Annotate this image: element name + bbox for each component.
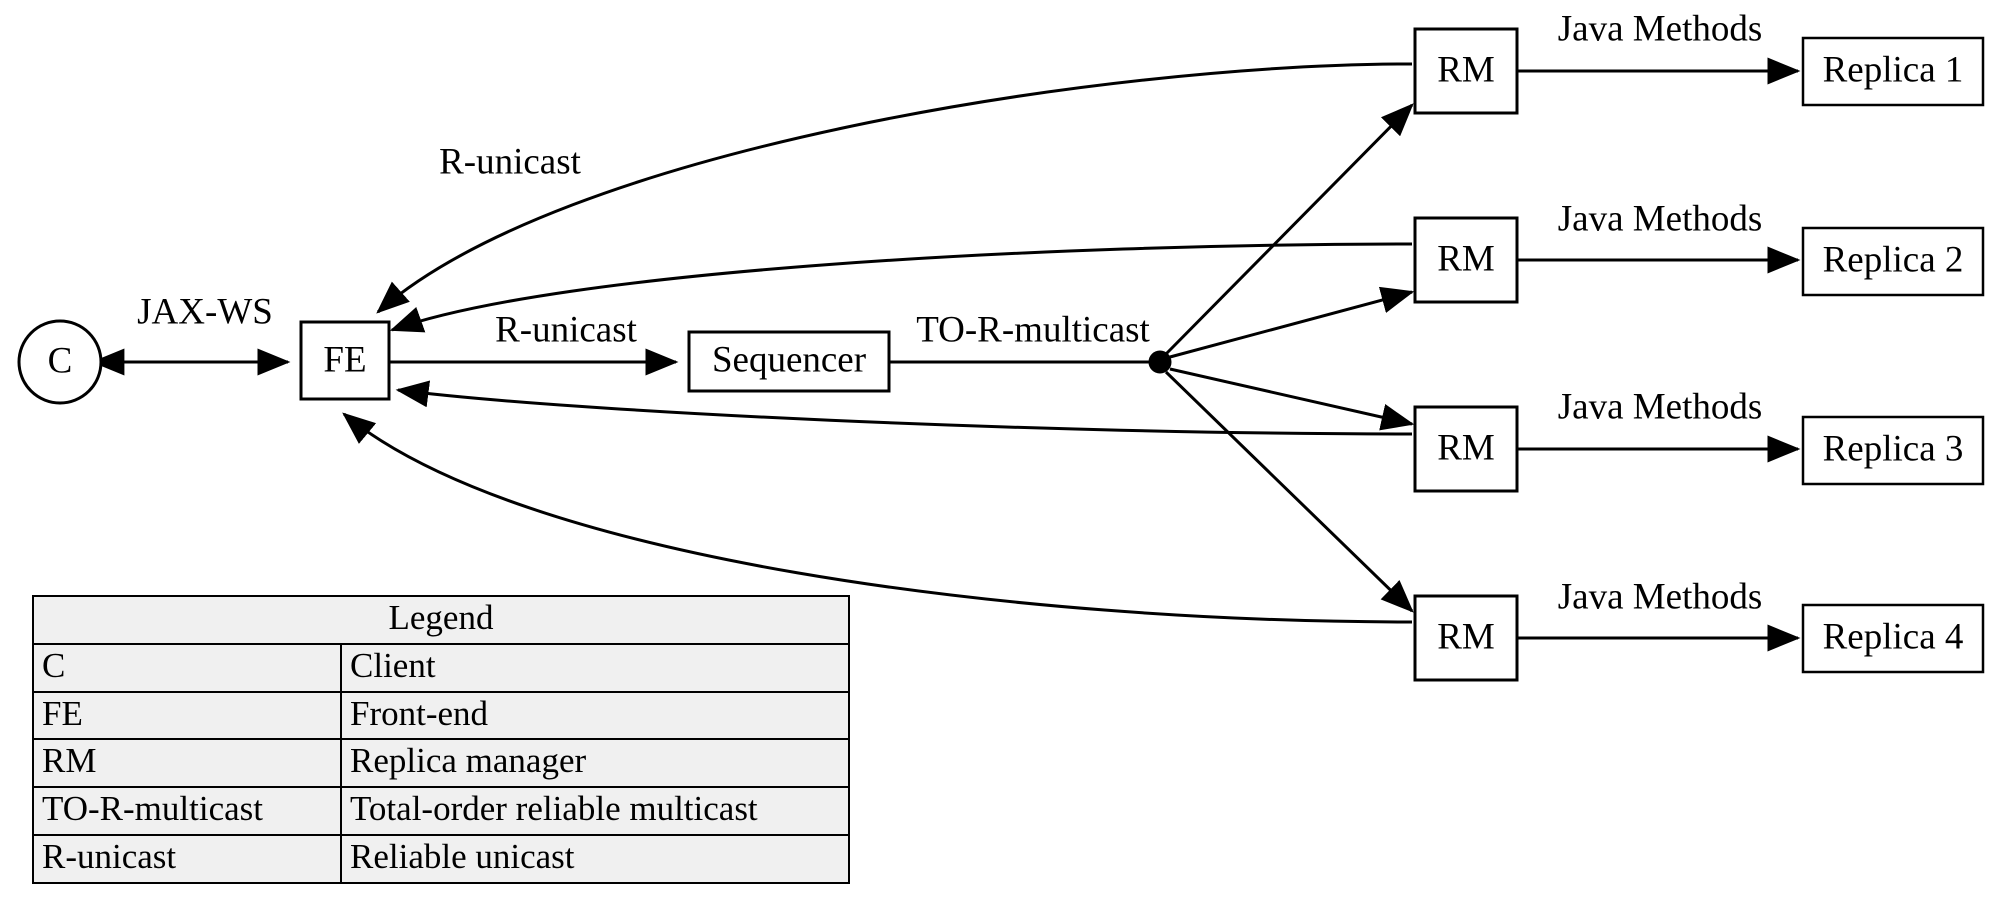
legend-title-row: Legend bbox=[32, 595, 850, 645]
legend-value-to-r-multicast: Total-order reliable multicast bbox=[340, 786, 850, 836]
edge-label-java-methods-2: Java Methods bbox=[1558, 198, 1763, 239]
rm-4-box[interactable] bbox=[1413, 594, 1519, 682]
edge-label-jax-ws: JAX-WS bbox=[137, 291, 273, 332]
client-label: C bbox=[48, 340, 73, 381]
multicast-to-rm-1 bbox=[1164, 103, 1414, 356]
client-circle[interactable] bbox=[17, 319, 103, 405]
node-replica-3[interactable]: Replica 3 bbox=[1801, 415, 1985, 486]
edge-label-java-methods-4: Java Methods bbox=[1558, 576, 1763, 617]
rm-2-label: RM bbox=[1437, 238, 1495, 279]
edge-rm-1-replica-1: Java Methods bbox=[1517, 8, 1801, 85]
node-replica-manager-2[interactable]: RM bbox=[1413, 216, 1519, 304]
node-replica-manager-1[interactable]: RM bbox=[1413, 27, 1519, 115]
replica-2-label: Replica 2 bbox=[1823, 239, 1964, 280]
rm-4-label: RM bbox=[1437, 616, 1495, 657]
legend-key-r-unicast: R-unicast bbox=[32, 833, 342, 884]
rm-4-to-frontend-curve bbox=[342, 412, 1413, 624]
legend-value-c: Client bbox=[340, 642, 850, 693]
node-replica-1[interactable]: Replica 1 bbox=[1801, 36, 1985, 107]
sequencer-label: Sequencer bbox=[712, 339, 866, 380]
edge-frontend-sequencer: R-unicast bbox=[390, 309, 679, 376]
edge-sequencer-junction: TO-R-multicast bbox=[889, 309, 1172, 374]
rm-1-label: RM bbox=[1437, 49, 1495, 90]
multicast-to-rm-3 bbox=[1169, 367, 1415, 431]
replica-2-box[interactable] bbox=[1801, 226, 1985, 297]
replica-1-label: Replica 1 bbox=[1823, 49, 1964, 90]
replica-4-box[interactable] bbox=[1801, 603, 1985, 674]
legend-key-fe: FE bbox=[32, 690, 342, 741]
legend-row: RM Replica manager bbox=[32, 738, 850, 789]
legend-row: C Client bbox=[32, 642, 850, 693]
edge-rm-3-replica-3: Java Methods bbox=[1517, 386, 1801, 463]
rm-3-to-frontend-curve bbox=[395, 380, 1413, 436]
replica-3-label: Replica 3 bbox=[1823, 428, 1964, 469]
edge-rm-4-replica-4: Java Methods bbox=[1517, 576, 1801, 652]
edge-label-to-r-multicast: TO-R-multicast bbox=[916, 309, 1150, 350]
edge-rm-2-replica-2: Java Methods bbox=[1517, 198, 1801, 274]
legend-row: R-unicast Reliable unicast bbox=[32, 833, 850, 884]
node-client[interactable]: C bbox=[17, 319, 103, 405]
legend-value-fe: Front-end bbox=[340, 690, 850, 741]
node-replica-manager-4[interactable]: RM bbox=[1413, 594, 1519, 682]
legend-table: Legend C Client FE Front-end RM Replica … bbox=[32, 595, 850, 884]
legend-key-rm: RM bbox=[32, 738, 342, 789]
rm-1-box[interactable] bbox=[1413, 27, 1519, 115]
edge-label-r-unicast-upper: R-unicast bbox=[439, 141, 582, 182]
legend-value-rm: Replica manager bbox=[340, 738, 850, 789]
edge-label-r-unicast-lower: R-unicast bbox=[495, 309, 638, 350]
legend-title: Legend bbox=[32, 595, 850, 645]
replica-4-label: Replica 4 bbox=[1823, 616, 1964, 657]
multicast-to-rm-4 bbox=[1164, 370, 1414, 613]
legend-key-to-r-multicast: TO-R-multicast bbox=[32, 786, 342, 836]
edge-label-java-methods-3: Java Methods bbox=[1558, 386, 1763, 427]
legend-table-body: Legend C Client FE Front-end RM Replica … bbox=[32, 595, 850, 884]
multicast-to-rm-2 bbox=[1169, 286, 1415, 359]
multicast-junction-dot bbox=[1148, 350, 1172, 374]
edge-label-java-methods-1: Java Methods bbox=[1558, 8, 1763, 49]
rm-3-label: RM bbox=[1437, 427, 1495, 468]
node-replica-4[interactable]: Replica 4 bbox=[1801, 603, 1985, 674]
replica-1-box[interactable] bbox=[1801, 36, 1985, 107]
replica-3-box[interactable] bbox=[1801, 415, 1985, 486]
node-sequencer[interactable]: Sequencer bbox=[687, 330, 891, 393]
legend-key-c: C bbox=[32, 642, 342, 693]
sequencer-box[interactable] bbox=[687, 330, 891, 393]
node-replica-2[interactable]: Replica 2 bbox=[1801, 226, 1985, 297]
frontend-box[interactable] bbox=[299, 320, 391, 401]
frontend-label: FE bbox=[323, 339, 366, 380]
node-replica-manager-3[interactable]: RM bbox=[1413, 405, 1519, 493]
rm-2-to-frontend-curve bbox=[389, 242, 1413, 333]
legend-value-r-unicast: Reliable unicast bbox=[340, 833, 850, 884]
edge-client-frontend: JAX-WS bbox=[91, 291, 291, 376]
legend-row: FE Front-end bbox=[32, 690, 850, 741]
node-frontend[interactable]: FE bbox=[299, 320, 391, 401]
edges-rm-to-frontend: R-unicast bbox=[342, 62, 1413, 624]
legend-row: TO-R-multicast Total-order reliable mult… bbox=[32, 786, 850, 836]
edges-multicast-fanout bbox=[1164, 103, 1415, 613]
rm-1-to-frontend-curve bbox=[376, 62, 1413, 314]
